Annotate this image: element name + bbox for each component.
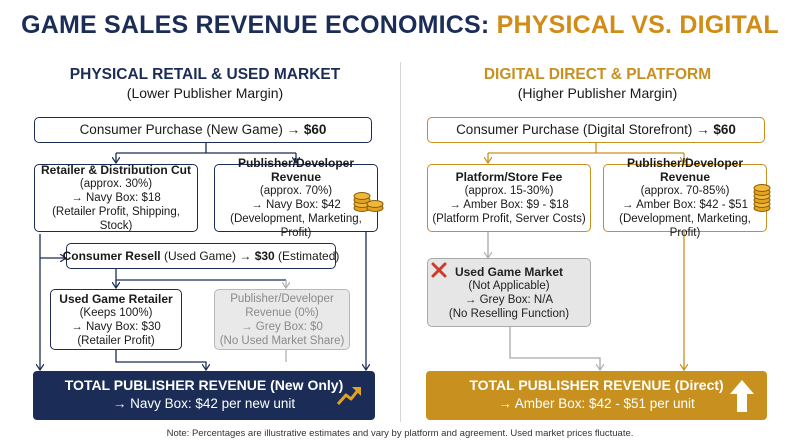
physical-heading: PHYSICAL RETAIL & USED MARKET — [69, 66, 341, 83]
resell-label: (Used Game) → — [160, 249, 255, 263]
up-arrow-icon — [730, 380, 754, 412]
digital-heading: DIGITAL DIRECT & PLATFORM — [483, 66, 712, 83]
retailer-cut-box: Retailer & Distribution Cut (approx. 30%… — [34, 163, 198, 232]
digital-subheading: (Higher Publisher Margin) — [517, 85, 678, 101]
platform-fee-box: Platform/Store Fee (approx. 15-30%) → Am… — [427, 164, 591, 232]
resell-suffix: (Estimated) — [274, 249, 340, 263]
digital-purchase-box: Consumer Purchase (Digital Storefront) →… — [427, 117, 765, 143]
digital-publisher-revenue-box: Publisher/Developer Revenue (approx. 70-… — [603, 156, 767, 239]
publisher-used-line0: Publisher/Developer — [230, 292, 334, 305]
physical-purchase-label: Consumer Purchase (New Game) → — [79, 122, 304, 137]
used-retailer-share: (Keeps 100%) — [79, 306, 153, 319]
digital-total-value: → Amber Box: $42 - $51 per unit — [498, 396, 695, 411]
digital-publisher-revenue-value: → Amber Box: $42 - $51 — [622, 199, 748, 211]
publisher-used-market-box: Publisher/Developer Revenue (0%) → Grey … — [214, 289, 350, 350]
digital-total-box: TOTAL PUBLISHER REVENUE (Direct) → Amber… — [426, 371, 767, 420]
retailer-cut-title: Retailer & Distribution Cut — [40, 163, 191, 177]
physical-publisher-revenue-note: (Development, Marketing, Profit) — [230, 213, 362, 239]
platform-fee-note: (Platform Profit, Server Costs) — [432, 213, 586, 225]
publisher-used-note: (No Used Market Share) — [219, 334, 345, 347]
physical-publisher-revenue-value: → Navy Box: $42 — [251, 199, 341, 211]
used-retailer-note: (Retailer Profit) — [77, 334, 155, 347]
used-market-applicability: (Not Applicable) — [468, 279, 550, 292]
retailer-cut-share: (approx. 30%) — [79, 178, 153, 190]
used-game-market-box: Used Game Market (Not Applicable) → Grey… — [427, 258, 591, 327]
digital-publisher-revenue-note: (Development, Marketing, Profit) — [619, 213, 751, 239]
digital-total-title: TOTAL PUBLISHER REVENUE (Direct) — [469, 377, 724, 393]
publisher-used-share: Revenue (0%) — [245, 306, 319, 319]
retailer-cut-value: → Navy Box: $18 — [71, 192, 161, 204]
used-market-value: → Grey Box: N/A — [464, 293, 554, 306]
column-divider — [400, 62, 401, 422]
digital-publisher-revenue-share: (approx. 70-85%) — [640, 185, 730, 197]
retailer-cut-note: (Retailer Profit, Shipping, Stock) — [52, 206, 180, 232]
digital-publisher-revenue-title: Publisher/Developer Revenue — [626, 156, 744, 184]
physical-publisher-revenue-share: (approx. 70%) — [259, 185, 333, 197]
page-title: GAME SALES REVENUE ECONOMICS: PHYSICAL V… — [0, 11, 800, 40]
physical-total-value: → Navy Box: $42 per new unit — [112, 396, 296, 411]
red-x-icon — [431, 262, 447, 278]
physical-total-title: TOTAL PUBLISHER REVENUE (New Only) — [64, 377, 344, 393]
used-retailer-value: → Navy Box: $30 — [71, 320, 161, 333]
digital-purchase-amount: $60 — [713, 122, 736, 137]
physical-publisher-revenue-title: Publisher/Developer Revenue — [237, 156, 355, 184]
used-market-note: (No Reselling Function) — [448, 307, 570, 320]
coin-stack-icon — [353, 192, 384, 212]
resell-amount: $30 — [254, 249, 275, 263]
title-part-2: PHYSICAL VS. DIGITAL — [496, 11, 779, 39]
physical-publisher-revenue-box: Publisher/Developer Revenue (approx. 70%… — [214, 156, 378, 239]
consumer-resell-box: Consumer Resell (Used Game) → $30 (Estim… — [62, 243, 339, 269]
physical-subheading: (Lower Publisher Margin) — [126, 85, 284, 101]
physical-total-box: TOTAL PUBLISHER REVENUE (New Only) → Nav… — [33, 371, 375, 420]
coin-stack-icon — [753, 184, 771, 212]
platform-fee-share: (approx. 15-30%) — [464, 185, 554, 197]
resell-bold-label: Consumer Resell — [62, 249, 161, 263]
physical-purchase-box: Consumer Purchase (New Game) → $60 — [34, 117, 372, 143]
publisher-used-value: → Grey Box: $0 — [241, 320, 323, 333]
physical-purchase-amount: $60 — [303, 122, 327, 137]
platform-fee-title: Platform/Store Fee — [455, 170, 563, 184]
footnote: Note: Percentages are illustrative estim… — [166, 428, 634, 439]
title-part-1: GAME SALES REVENUE ECONOMICS: — [21, 11, 497, 39]
digital-purchase-label: Consumer Purchase (Digital Storefront) → — [456, 122, 714, 137]
platform-fee-value: → Amber Box: $9 - $18 — [449, 199, 569, 211]
trend-up-arrow-icon — [336, 387, 361, 405]
used-retailer-title: Used Game Retailer — [59, 291, 173, 306]
used-market-title: Used Game Market — [454, 264, 564, 279]
used-game-retailer-box: Used Game Retailer (Keeps 100%) → Navy B… — [50, 289, 182, 350]
